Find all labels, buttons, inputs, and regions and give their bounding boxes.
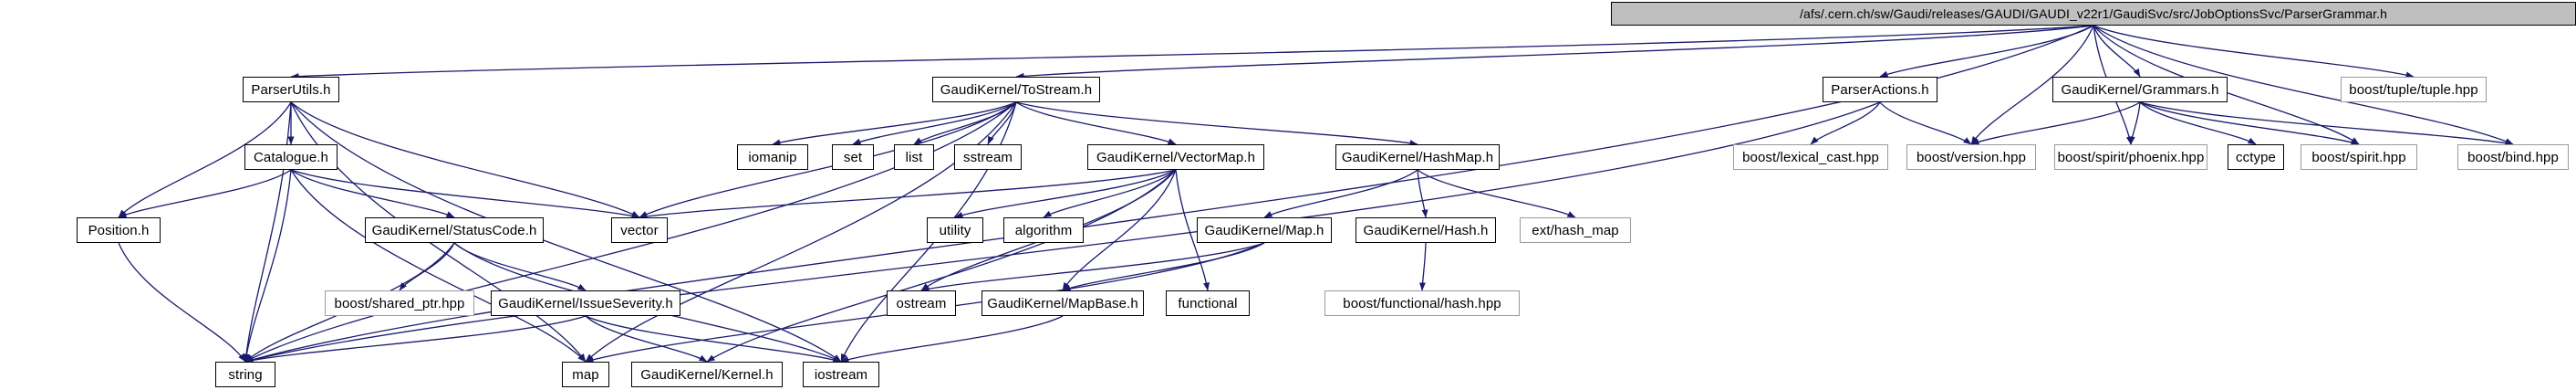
graph-edge-tostream-to-set bbox=[852, 101, 1017, 145]
graph-edge-parseractions-to-boostversion bbox=[1879, 101, 1972, 145]
graph-edge-vectormap-to-utility bbox=[954, 169, 1177, 218]
graph-edge-root-to-boostbind bbox=[2093, 25, 2514, 145]
graph-edge-parserutils-to-position bbox=[118, 101, 292, 218]
graph-node-cctype[interactable]: cctype bbox=[2228, 144, 2284, 170]
graph-node-tostream[interactable]: GaudiKernel/ToStream.h bbox=[932, 77, 1100, 102]
graph-edge-vectormap-to-algorithm bbox=[1043, 169, 1177, 218]
graph-node-algorithm[interactable]: algorithm bbox=[1003, 217, 1084, 243]
graph-edge-parseractions-to-lexicalcast bbox=[1810, 101, 1881, 145]
graph-node-catalogue[interactable]: Catalogue.h bbox=[244, 144, 338, 170]
graph-node-list[interactable]: list bbox=[894, 144, 934, 170]
graph-node-iostream[interactable]: iostream bbox=[803, 362, 879, 387]
graph-node-vector[interactable]: vector bbox=[611, 217, 668, 243]
graph-edge-tostream-to-vector bbox=[639, 101, 1017, 218]
graph-node-boostbind[interactable]: boost/bind.hpp bbox=[2457, 144, 2569, 170]
graph-edge-hashmap-to-exthashmap bbox=[1417, 169, 1576, 218]
graph-node-position[interactable]: Position.h bbox=[77, 217, 161, 243]
graph-edge-hashmap-to-maph bbox=[1263, 169, 1418, 218]
graph-edge-grammars-to-spiritphoenix bbox=[2128, 101, 2141, 145]
graph-edge-catalogue-to-position bbox=[118, 169, 292, 218]
graph-edge-maph-to-mapbase bbox=[1062, 242, 1265, 291]
graph-node-exthashmap[interactable]: ext/hash_map bbox=[1520, 217, 1631, 243]
graph-edge-tostream-to-hashmap bbox=[1015, 101, 1418, 147]
graph-node-map[interactable]: map bbox=[562, 362, 609, 387]
graph-edge-grammars-to-boostbind bbox=[2139, 101, 2514, 146]
graph-node-boostversion[interactable]: boost/version.hpp bbox=[1906, 144, 2036, 170]
graph-edge-issueseverity-to-string bbox=[244, 315, 587, 364]
graph-node-ostream[interactable]: ostream bbox=[887, 290, 956, 316]
graph-node-string[interactable]: string bbox=[215, 362, 275, 387]
graph-edge-tostream-to-iomanip bbox=[772, 101, 1017, 146]
graph-edge-issueseverity-to-kernelh bbox=[585, 315, 708, 363]
graph-node-boostfunchash[interactable]: boost/functional/hash.hpp bbox=[1324, 290, 1520, 316]
graph-edge-root-to-tostream bbox=[1015, 25, 2094, 79]
graph-edge-root-to-parserutils bbox=[290, 25, 2094, 80]
graph-edge-statuscode-to-issueseverity bbox=[453, 242, 587, 291]
graph-edge-parseractions-to-string bbox=[244, 101, 1881, 364]
graph-node-statuscode[interactable]: GaudiKernel/StatusCode.h bbox=[365, 217, 544, 243]
graph-edge-grammars-to-cctype bbox=[2139, 101, 2257, 145]
graph-edge-tostream-to-vectormap bbox=[1015, 101, 1177, 145]
graph-node-parseractions[interactable]: ParserActions.h bbox=[1823, 77, 1937, 102]
graph-node-vectormap[interactable]: GaudiKernel/VectorMap.h bbox=[1087, 144, 1264, 170]
graph-edge-tostream-to-list bbox=[913, 101, 1017, 145]
graph-node-maph[interactable]: GaudiKernel/Map.h bbox=[1197, 217, 1332, 243]
graph-edge-root-to-grammars bbox=[2093, 25, 2141, 78]
graph-edge-maph-to-ostream bbox=[920, 242, 1265, 292]
graph-edge-catalogue-to-statuscode bbox=[290, 169, 455, 218]
graph-edge-catalogue-to-string bbox=[243, 169, 292, 363]
graph-edge-grammars-to-boostversion bbox=[1970, 101, 2141, 145]
graph-node-utility[interactable]: utility bbox=[927, 217, 983, 243]
graph-edge-issueseverity-to-iostream bbox=[585, 315, 842, 364]
graph-node-boosttuple[interactable]: boost/tuple/tuple.hpp bbox=[2341, 77, 2487, 102]
graph-node-spiritphoenix[interactable]: boost/spirit/phoenix.hpp bbox=[2054, 144, 2207, 170]
graph-edge-vectormap-to-kernelh bbox=[706, 169, 1177, 363]
graph-edge-tostream-to-string bbox=[244, 101, 1017, 363]
graph-edge-vectormap-to-functional bbox=[1175, 169, 1210, 291]
graph-node-root[interactable]: /afs/.cern.ch/sw/Gaudi/releases/GAUDI/GA… bbox=[1611, 2, 2576, 26]
graph-edge-grammars-to-boostspirit bbox=[2139, 101, 2360, 145]
graph-node-boostspirit[interactable]: boost/spirit.hpp bbox=[2301, 144, 2417, 170]
graph-node-grammars[interactable]: GaudiKernel/Grammars.h bbox=[2052, 77, 2228, 102]
graph-edge-catalogue-to-map bbox=[290, 169, 587, 363]
graph-node-sstream[interactable]: sstream bbox=[954, 144, 1022, 170]
graph-node-issueseverity[interactable]: GaudiKernel/IssueSeverity.h bbox=[491, 290, 680, 316]
graph-node-set[interactable]: set bbox=[832, 144, 874, 170]
graph-edge-root-to-boostversion bbox=[1970, 25, 2094, 145]
graph-edge-parserutils-to-iostream bbox=[290, 101, 842, 363]
graph-node-functional[interactable]: functional bbox=[1166, 290, 1250, 316]
graph-node-iomanip[interactable]: iomanip bbox=[737, 144, 808, 170]
graph-node-lexicalcast[interactable]: boost/lexical_cast.hpp bbox=[1733, 144, 1888, 170]
graph-edge-hashmap-to-hashh bbox=[1417, 169, 1428, 218]
graph-edge-mapbase-to-iostream bbox=[840, 315, 1064, 363]
graph-edge-catalogue-to-vector bbox=[290, 169, 640, 219]
graph-edge-parserutils-to-string bbox=[243, 101, 292, 363]
graph-node-mapbase[interactable]: GaudiKernel/MapBase.h bbox=[982, 290, 1144, 316]
graph-edge-vectormap-to-mapbase bbox=[1062, 169, 1177, 291]
graph-edge-statuscode-to-sharedptr bbox=[399, 242, 455, 291]
graph-node-hashmap[interactable]: GaudiKernel/HashMap.h bbox=[1335, 144, 1500, 170]
graph-edge-root-to-boosttuple bbox=[2093, 25, 2415, 79]
graph-edge-hashh-to-boostfunchash bbox=[1418, 242, 1427, 291]
graph-node-parserutils[interactable]: ParserUtils.h bbox=[243, 77, 339, 102]
graph-node-hashh[interactable]: GaudiKernel/Hash.h bbox=[1356, 217, 1496, 243]
graph-node-sharedptr[interactable]: boost/shared_ptr.hpp bbox=[325, 290, 474, 316]
graph-edge-position-to-string bbox=[118, 242, 246, 363]
graph-edge-vectormap-to-vector bbox=[639, 169, 1177, 220]
graph-edge-parserutils-to-vector bbox=[290, 101, 640, 218]
graph-node-kernelh[interactable]: GaudiKernel/Kernel.h bbox=[631, 362, 783, 387]
